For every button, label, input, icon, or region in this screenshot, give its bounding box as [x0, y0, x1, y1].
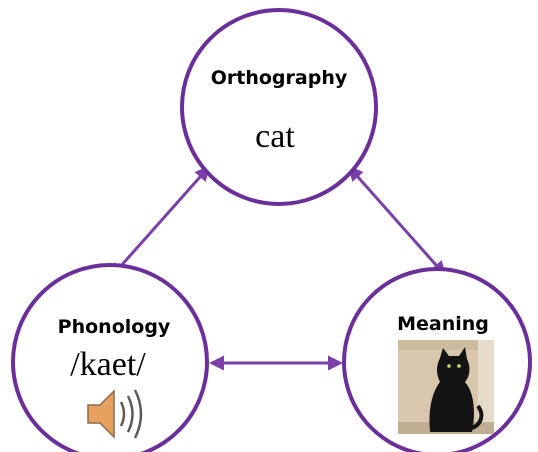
node-meaning-title: Meaning — [397, 313, 489, 335]
node-orthography-circle — [182, 10, 376, 204]
node-phonology-title: Phonology — [58, 316, 171, 338]
node-orthography-title: Orthography — [211, 67, 348, 89]
node-phonology-word: /kaet/ — [70, 346, 146, 383]
node-meaning: Meaning — [344, 269, 530, 452]
node-phonology: Phonology /kaet/ — [13, 265, 207, 452]
edge-orthography-meaning — [350, 168, 444, 274]
node-orthography-word: cat — [255, 118, 295, 155]
node-orthography: Orthography cat — [182, 10, 376, 204]
black-cat-photo — [398, 340, 494, 434]
edge-orthography-phonology — [112, 168, 208, 276]
